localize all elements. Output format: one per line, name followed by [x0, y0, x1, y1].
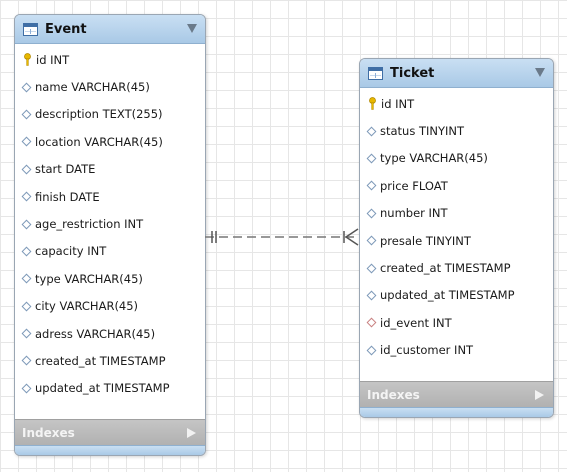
event-table-title: Event [45, 21, 87, 37]
event-columns: id INT name VARCHAR(45) description TEXT(2… [15, 44, 205, 408]
column-label: name VARCHAR(45) [35, 80, 150, 95]
event-column-row[interactable]: adress VARCHAR(45) [15, 320, 205, 347]
column-label: id_customer INT [380, 343, 474, 358]
event-column-row[interactable]: location VARCHAR(45) [15, 128, 205, 155]
ticket-indexes-label: Indexes [367, 388, 420, 402]
column-label: updated_at TIMESTAMP [380, 288, 515, 303]
column-label: created_at TIMESTAMP [380, 261, 511, 276]
column-label: location VARCHAR(45) [35, 134, 163, 149]
event-table-header[interactable]: Event [15, 15, 205, 44]
table-grid-icon [368, 66, 383, 80]
ticket-table-footer [360, 407, 553, 417]
column-label: updated_at TIMESTAMP [35, 381, 170, 396]
event-column-row[interactable]: start DATE [15, 156, 205, 183]
column-label: presale TINYINT [380, 233, 471, 248]
column-label: number INT [380, 206, 448, 221]
ticket-column-row[interactable]: id_customer INT [360, 337, 553, 364]
ticket-table[interactable]: Ticket id INT status TINYINT type VARCHAR(… [359, 58, 554, 418]
event-column-row[interactable]: city VARCHAR(45) [15, 293, 205, 320]
ticket-column-row[interactable]: presale TINYINT [360, 227, 553, 254]
event-indexes-bar[interactable]: Indexes [15, 419, 205, 446]
event-column-row[interactable]: type VARCHAR(45) [15, 265, 205, 292]
column-label: id INT [381, 96, 415, 111]
column-label: created_at TIMESTAMP [35, 353, 166, 368]
ticket-indexes-bar[interactable]: Indexes [360, 381, 553, 408]
column-label: start DATE [35, 162, 96, 177]
ticket-column-row[interactable]: status TINYINT [360, 117, 553, 144]
column-label: description TEXT(255) [35, 107, 163, 122]
column-label: capacity INT [35, 244, 107, 259]
ticket-column-row[interactable]: id_event INT [360, 309, 553, 336]
column-label: type VARCHAR(45) [380, 151, 488, 166]
column-label: price FLOAT [380, 178, 448, 193]
ticket-column-row[interactable]: updated_at TIMESTAMP [360, 282, 553, 309]
event-column-row[interactable]: id INT [15, 46, 205, 73]
event-indexes-label: Indexes [22, 426, 75, 440]
ticket-column-row[interactable]: created_at TIMESTAMP [360, 254, 553, 281]
column-label: type VARCHAR(45) [35, 271, 143, 286]
column-label: city VARCHAR(45) [35, 299, 139, 314]
event-column-row[interactable]: age_restriction INT [15, 210, 205, 237]
column-label: id INT [36, 52, 70, 67]
key-icon [365, 97, 379, 110]
expand-arrow-icon[interactable] [187, 428, 196, 438]
collapse-triangle-icon[interactable] [535, 68, 545, 77]
ticket-table-title: Ticket [390, 65, 435, 81]
crows-foot-lower [345, 236, 359, 246]
column-label: age_restriction INT [35, 217, 144, 232]
ticket-column-row[interactable]: number INT [360, 200, 553, 227]
key-icon [20, 53, 34, 66]
ticket-column-row[interactable]: id INT [360, 90, 553, 117]
crows-foot-upper [345, 228, 359, 238]
column-label: adress VARCHAR(45) [35, 326, 156, 341]
event-column-row[interactable]: description TEXT(255) [15, 101, 205, 128]
event-column-row[interactable]: finish DATE [15, 183, 205, 210]
ticket-table-header[interactable]: Ticket [360, 59, 553, 88]
column-label: status TINYINT [380, 124, 465, 139]
ticket-column-row[interactable]: price FLOAT [360, 172, 553, 199]
event-table[interactable]: Event id INT name VARCHAR(45) description … [14, 14, 206, 456]
ticket-column-row[interactable]: type VARCHAR(45) [360, 145, 553, 172]
event-column-row[interactable]: created_at TIMESTAMP [15, 347, 205, 374]
event-table-footer [15, 445, 205, 455]
expand-arrow-icon[interactable] [535, 390, 544, 400]
table-grid-icon [23, 22, 38, 36]
event-column-row[interactable]: updated_at TIMESTAMP [15, 375, 205, 402]
event-column-row[interactable]: name VARCHAR(45) [15, 73, 205, 100]
event-column-row[interactable]: capacity INT [15, 238, 205, 265]
column-label: finish DATE [35, 189, 100, 204]
column-label: id_event INT [380, 315, 452, 330]
collapse-triangle-icon[interactable] [187, 24, 197, 33]
ticket-columns: id INT status TINYINT type VARCHAR(45) pric… [360, 88, 553, 370]
